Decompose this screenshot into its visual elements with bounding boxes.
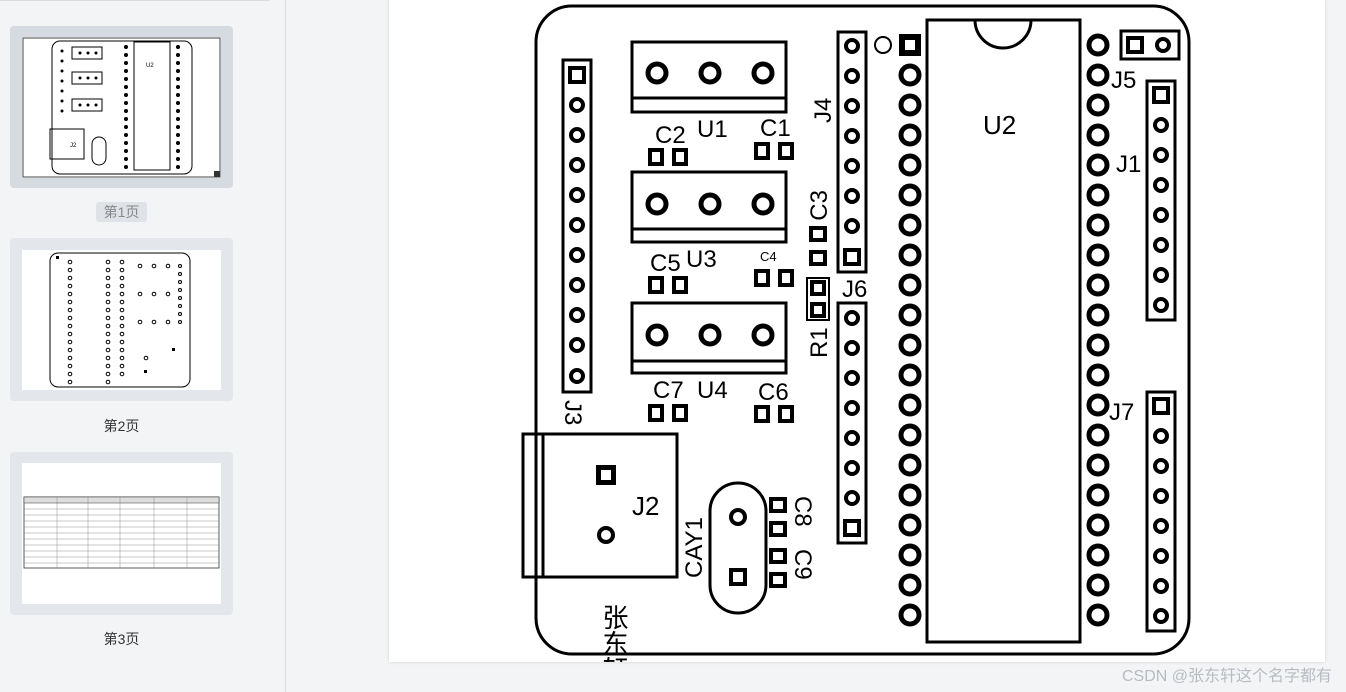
page-2-preview bbox=[22, 250, 221, 390]
page-1-preview: U2 J2 bbox=[22, 37, 221, 178]
c2-label: C2 bbox=[655, 122, 686, 149]
u2-label: U2 bbox=[983, 110, 1016, 140]
c7-label: C7 bbox=[653, 377, 684, 404]
cay1-label: CAY1 bbox=[681, 517, 708, 578]
divider bbox=[0, 0, 270, 1]
j4-label: J4 bbox=[810, 98, 837, 123]
c9-label: C9 bbox=[789, 549, 816, 580]
u3-outline bbox=[630, 170, 788, 244]
c2-pads bbox=[648, 148, 688, 166]
j3-header bbox=[561, 58, 593, 394]
page-thumbnail-1[interactable]: U2 J2 bbox=[10, 26, 233, 188]
svg-text:U2: U2 bbox=[146, 63, 154, 69]
u4-label: U4 bbox=[697, 377, 728, 404]
j3-label: J3 bbox=[559, 400, 586, 425]
pcb-silkscreen: J3 U1 C2 C1 C5 U3 C4 C3 R1 bbox=[521, 4, 1191, 682]
c5-pads bbox=[648, 276, 688, 294]
page-thumbnail-3[interactable] bbox=[10, 452, 233, 615]
page-3-preview bbox=[22, 463, 221, 604]
c4-pads bbox=[754, 269, 794, 287]
watermark: CSDN @张东轩这个名字都有 bbox=[1121, 668, 1332, 685]
svg-text:张东轩: 张东轩 bbox=[599, 604, 629, 662]
r1-pads bbox=[810, 280, 826, 318]
j3-pads bbox=[568, 66, 586, 384]
c5-label: C5 bbox=[650, 250, 681, 277]
u4-outline bbox=[630, 301, 788, 375]
page-label-3[interactable]: 第3页 bbox=[103, 631, 140, 647]
u3-label: U3 bbox=[686, 246, 717, 273]
j2-outline bbox=[521, 432, 679, 579]
c6-pads bbox=[754, 405, 794, 423]
c9-pads bbox=[769, 548, 787, 588]
j6-label: J6 bbox=[842, 276, 867, 303]
c8-label: C8 bbox=[789, 496, 816, 527]
c1-label: C1 bbox=[760, 115, 791, 142]
j1-header bbox=[1145, 79, 1177, 322]
c6-label: C6 bbox=[758, 379, 789, 406]
u2-left-pads bbox=[898, 63, 922, 627]
j7-header bbox=[1145, 390, 1177, 633]
page-thumbnail-2[interactable] bbox=[10, 238, 233, 401]
j5-label: J5 bbox=[1111, 67, 1136, 94]
r1-outline bbox=[806, 277, 830, 321]
c4-label: C4 bbox=[760, 249, 777, 264]
j5-header bbox=[1119, 29, 1181, 61]
c3-label: C3 bbox=[806, 190, 833, 221]
u1-outline bbox=[630, 40, 788, 114]
svg-text:J2: J2 bbox=[70, 143, 77, 149]
page-label-1[interactable]: 第1页 bbox=[0, 202, 243, 222]
c3-pads bbox=[809, 226, 827, 266]
j4-header bbox=[836, 30, 868, 274]
j1-label: J1 bbox=[1116, 151, 1141, 178]
u2-right-pads bbox=[1086, 33, 1110, 627]
j6-header bbox=[836, 301, 868, 545]
c7-pads bbox=[648, 404, 688, 422]
u2-outline bbox=[925, 18, 1082, 644]
document-page: J3 U1 C2 C1 C5 U3 C4 C3 R1 bbox=[389, 0, 1325, 682]
board-outline bbox=[534, 4, 1191, 656]
pin1-marker bbox=[874, 36, 892, 54]
c8-pads bbox=[769, 497, 787, 537]
cay1-outline bbox=[708, 481, 768, 615]
page-label-2[interactable]: 第2页 bbox=[103, 418, 140, 434]
page-thumbnail-sidebar: U2 J2 bbox=[0, 0, 286, 692]
j7-label: J7 bbox=[1109, 399, 1134, 426]
r1-label: R1 bbox=[806, 327, 833, 358]
c1-pads bbox=[754, 142, 794, 160]
j2-label: J2 bbox=[632, 491, 659, 521]
author-label: 张东轩 bbox=[599, 604, 629, 682]
u1-label: U1 bbox=[697, 116, 728, 143]
